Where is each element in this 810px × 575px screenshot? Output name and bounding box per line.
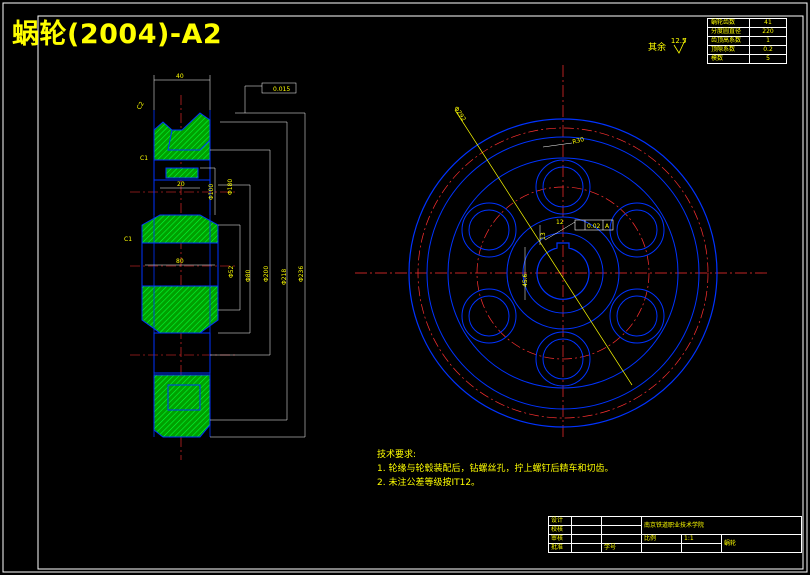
tb-blank <box>601 525 642 535</box>
dim-phi100: Φ100 <box>208 184 215 200</box>
section-view: 40 0.015 C2 C1 C1 20 80 Φ100 Φ180 Φ52 Φ8… <box>124 73 306 460</box>
roughness-note: 其余 12.5 <box>648 37 687 53</box>
param-label: 蜗轮齿数 <box>707 18 750 28</box>
hub-upper <box>141 214 219 244</box>
dim-phi180: Φ180 <box>227 179 234 195</box>
tech-item: 2. 未注公差等级按IT12。 <box>377 478 481 488</box>
param-label: 顶隙系数 <box>707 45 750 55</box>
tb-part-name: 蜗轮 <box>721 534 802 553</box>
tb-blank <box>601 534 642 544</box>
roughness-label: 其余 <box>648 43 667 53</box>
tech-item: 1. 轮缘与轮毂装配后，钻螺丝孔，拧上螺钉后精车和切齿。 <box>377 464 614 474</box>
tb-scale: 1:1 <box>681 534 722 544</box>
dim-hole-radius: R30 <box>572 136 585 146</box>
tb-scale-label: 比例 <box>641 534 682 544</box>
tb-description: 南京铁道职业技术学院 <box>641 516 802 535</box>
dim-c1-upper: C1 <box>140 155 148 162</box>
tb-school: 学号 <box>601 543 642 553</box>
dim-tolerance: 0.015 <box>273 86 290 93</box>
tb-check: 校核 <box>548 525 572 535</box>
tb-blank <box>681 543 722 553</box>
dim-80: 80 <box>176 258 184 265</box>
hub-lower <box>141 285 219 334</box>
dim-phi52: Φ52 <box>228 265 235 278</box>
dim-r13: 13 <box>540 232 547 240</box>
dim-phi218: Φ218 <box>281 269 288 285</box>
tb-blank <box>571 516 602 526</box>
tb-blank <box>641 543 682 553</box>
front-view: Φ292 R30 12 0.02 A 45.6 13 <box>355 37 770 440</box>
dim-phi236: Φ236 <box>298 266 305 282</box>
param-label: 分度圆直径 <box>707 27 750 37</box>
param-label: 齿顶高系数 <box>707 36 750 46</box>
dim-key-ref: A <box>605 223 610 230</box>
drawing-title: 蜗轮(2004)-A2 <box>12 19 223 50</box>
dim-phi200: Φ200 <box>263 266 270 282</box>
tb-blank <box>571 543 602 553</box>
param-value: 41 <box>749 18 787 28</box>
param-value: 5 <box>749 54 787 64</box>
inner-border <box>37 15 804 570</box>
tb-blank <box>601 516 642 526</box>
dim-c1-lower: C1 <box>124 236 132 243</box>
roughness-value: 12.5 <box>670 37 687 45</box>
dim-pcd: Φ292 <box>452 105 467 123</box>
bore-keyway <box>536 242 590 300</box>
lightening-holes <box>461 159 665 387</box>
dim-width-40: 40 <box>176 73 184 80</box>
param-value: 1 <box>749 36 787 46</box>
rim-top-section <box>153 112 211 161</box>
param-value: 0.2 <box>749 45 787 55</box>
dim-c2: C2 <box>136 100 146 111</box>
param-value: 220 <box>749 27 787 37</box>
tb-design: 设计 <box>548 516 572 526</box>
tb-blank <box>571 534 602 544</box>
title-block: 设计 南京铁道职业技术学院 校核 审核 比例 1:1 蜗轮 批准 学号 <box>548 516 802 553</box>
tb-approve: 批准 <box>548 543 572 553</box>
dim-20: 20 <box>177 181 185 188</box>
param-label: 模数 <box>707 54 750 64</box>
tb-review: 审核 <box>548 534 572 544</box>
dim-key-tolerance: 0.02 <box>587 223 601 230</box>
tb-blank <box>571 525 602 535</box>
dim-phi80: Φ80 <box>245 269 252 282</box>
rim-bottom-section <box>153 374 211 438</box>
dim-bore: 45.6 <box>522 273 529 287</box>
technical-requirements: 技术要求: 1. 轮缘与轮毂装配后，钻螺丝孔，拧上螺钉后精车和切齿。 2. 未注… <box>377 448 613 490</box>
dim-key-12: 12 <box>556 219 564 226</box>
tech-heading: 技术要求: <box>377 450 417 460</box>
